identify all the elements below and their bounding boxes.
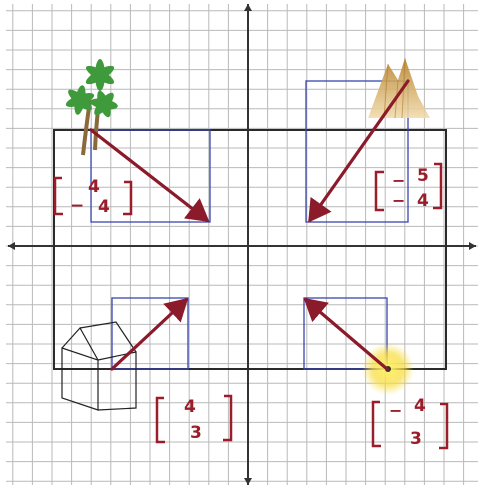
column-vector-top-right <box>374 162 443 212</box>
vector-arrow-top-left <box>89 128 210 222</box>
vector-bottom-right-row1-value: 4 <box>414 396 426 416</box>
guide-box-bottom-right <box>303 297 388 370</box>
vector-bottom-right-row1-sign: − <box>389 401 402 420</box>
x-axis-arrow-left <box>8 242 15 250</box>
y-axis-arrow-top <box>244 4 252 11</box>
house-icon <box>61 321 137 411</box>
column-vector-top-left <box>53 176 133 216</box>
vector-bottom-right-row2: 3 <box>410 429 422 449</box>
vector-arrow-bottom-right <box>303 297 389 371</box>
vector-top-left-row2-value: 4 <box>98 197 110 217</box>
vector-arrow-top-right <box>308 79 410 223</box>
vector-top-right-row2-value: 4 <box>417 191 429 211</box>
guide-box-bottom-left <box>111 297 189 370</box>
guide-boxes <box>90 80 409 370</box>
vector-bottom-left-row1: 4 <box>184 397 196 417</box>
guide-box-top-left <box>90 129 211 223</box>
x-axis-arrow-right <box>469 242 476 250</box>
column-vector-bottom-left <box>155 394 233 444</box>
main-rectangle <box>53 129 447 370</box>
vector-arrows <box>89 79 410 371</box>
y-axis-arrow-bottom <box>244 478 252 485</box>
mountain-icon <box>368 57 430 119</box>
vector-bottom-left-row2: 3 <box>190 423 202 443</box>
vector-arrow-bottom-left <box>110 297 189 371</box>
guide-box-top-right <box>305 80 409 223</box>
palm-tree-icon <box>65 59 118 156</box>
coordinate-axes <box>8 4 476 485</box>
column-vector-bottom-right <box>371 400 449 450</box>
vector-top-left-row2-sign: − <box>70 196 84 216</box>
vector-top-left-row1: 4 <box>88 177 100 197</box>
vector-top-right-row1-value: 5 <box>417 166 429 186</box>
vector-top-right-row1-sign: − <box>392 171 405 190</box>
vector-top-right-row2-sign: − <box>392 191 405 210</box>
